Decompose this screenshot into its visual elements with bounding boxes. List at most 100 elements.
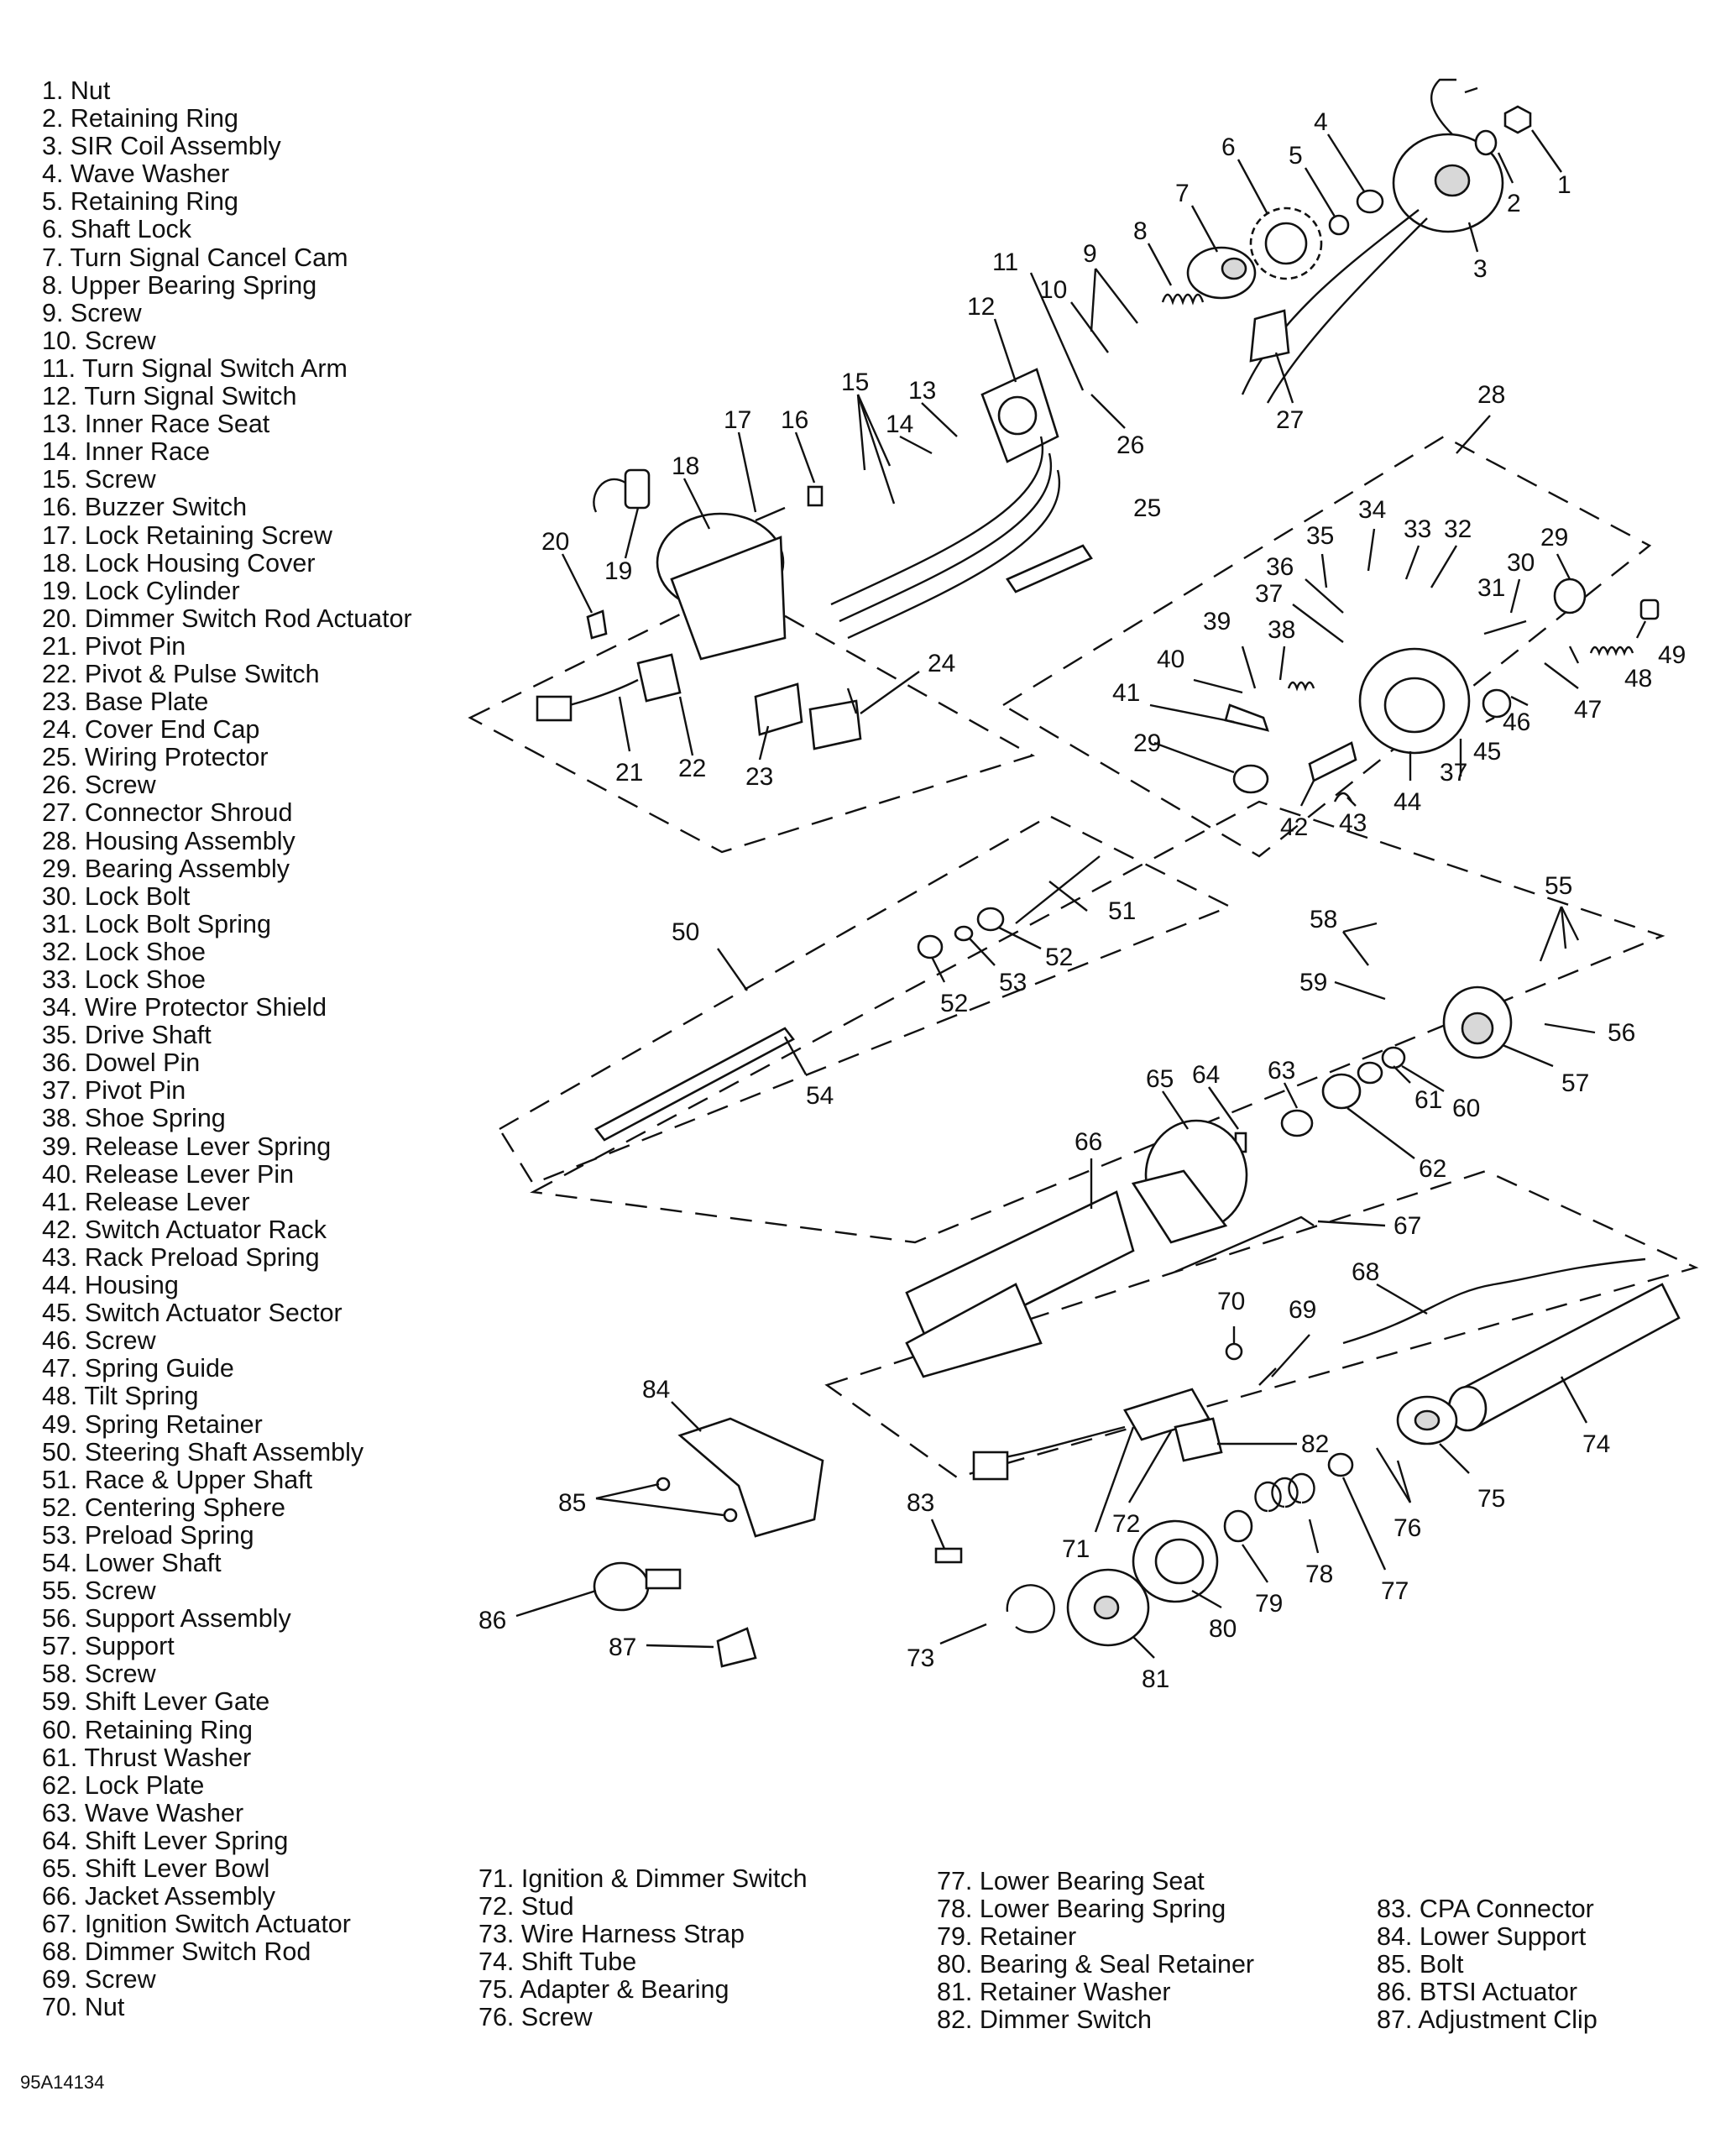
callout-56: 56 [1608, 1019, 1635, 1047]
callout-18: 18 [672, 452, 699, 480]
legend-item: 20. Dimmer Switch Rod Actuator [42, 604, 412, 633]
adapter-bearing-part [1396, 1395, 1458, 1446]
callout-55: 55 [1545, 872, 1572, 900]
callout-71: 71 [1062, 1535, 1090, 1563]
legend-item: 27. Connector Shroud [42, 798, 293, 828]
legend-item: 17. Lock Retaining Screw [42, 520, 332, 550]
legend-item: 59. Shift Lever Gate [42, 1687, 270, 1717]
legend-item: 10. Screw [42, 326, 156, 355]
ignition-switch-actuator-part [1174, 1215, 1315, 1273]
callout-37-lower: 37 [1440, 759, 1467, 787]
thrust-washer-61-part [1357, 1061, 1383, 1085]
legend-item: 57. Support [42, 1632, 175, 1661]
callout-41: 41 [1112, 679, 1140, 707]
callout-38: 38 [1268, 616, 1295, 644]
legend-item: 70. Nut [42, 1993, 125, 2022]
btsi-actuator-part [593, 1561, 682, 1612]
callout-44: 44 [1394, 788, 1421, 816]
dimmer-switch-rod-actuator-part [586, 609, 608, 640]
callout-32: 32 [1444, 515, 1472, 543]
legend-item: 33. Lock Shoe [42, 965, 207, 994]
callout-48: 48 [1624, 665, 1652, 693]
lock-bolt-part [1483, 620, 1527, 635]
callout-42: 42 [1280, 813, 1308, 841]
retaining-ring-5-part [1328, 214, 1350, 236]
legend-item: 4. Wave Washer [42, 159, 230, 189]
callout-73: 73 [907, 1644, 934, 1672]
callout-35: 35 [1306, 522, 1334, 550]
legend-item: 16. Buzzer Switch [42, 493, 248, 522]
callout-72: 72 [1112, 1510, 1140, 1538]
cpa-connector-part [934, 1547, 963, 1564]
callout-12: 12 [967, 293, 995, 321]
switch-actuator-rack-part [1308, 741, 1357, 782]
callout-65: 65 [1146, 1065, 1174, 1093]
legend-item: 51. Race & Upper Shaft [42, 1465, 313, 1494]
support-jacket-parts [905, 985, 1646, 1386]
legend-item: 11. Turn Signal Switch Arm [42, 353, 348, 383]
legend-item: 73. Wire Harness Strap [478, 1920, 745, 1948]
legend-item: 34. Wire Protector Shield [42, 993, 327, 1022]
callout-24: 24 [928, 650, 955, 677]
retaining-ring-2-part [1474, 129, 1498, 156]
callout-20: 20 [541, 528, 569, 556]
legend-item: 80. Bearing & Seal Retainer [937, 1950, 1255, 1979]
callout-13: 13 [908, 377, 936, 405]
housing-44-part [1358, 647, 1471, 755]
legend-item: 84. Lower Support [1377, 1922, 1587, 1951]
switch-actuator-sector-part [1482, 688, 1512, 719]
legend-item: 67. Ignition Switch Actuator [42, 1910, 351, 1939]
pivot-pulse-switch-part [536, 653, 682, 722]
callout-83: 83 [907, 1489, 934, 1517]
lock-plate-62-part [1321, 1073, 1362, 1110]
bolt-85-part [656, 1477, 671, 1492]
legend-item: 75. Adapter & Bearing [478, 1975, 729, 2004]
connector-shroud-part [1249, 309, 1290, 363]
adjustment-clip-part [716, 1627, 757, 1668]
callout-84: 84 [642, 1376, 670, 1404]
lower-support-part [677, 1417, 824, 1538]
legend-item: 79. Retainer [937, 1922, 1077, 1951]
legend-item: 26. Screw [42, 771, 156, 800]
legend-item: 69. Screw [42, 1965, 156, 1994]
lock-cylinder-part [593, 468, 651, 513]
legend-item: 39. Release Lever Spring [42, 1132, 332, 1161]
callout-70: 70 [1217, 1288, 1245, 1315]
legend-item: 22. Pivot & Pulse Switch [42, 659, 320, 688]
screw-69-part [1258, 1367, 1277, 1386]
callout-78: 78 [1305, 1561, 1333, 1588]
legend-item: 78. Lower Bearing Spring [937, 1895, 1226, 1923]
legend-item: 3. SIR Coil Assembly [42, 132, 281, 161]
callout-69: 69 [1289, 1296, 1316, 1324]
legend-item: 56. Support Assembly [42, 1604, 291, 1634]
legend-item: 1. Nut [42, 76, 111, 105]
callout-45: 45 [1473, 738, 1501, 766]
legend-item: 53. Preload Spring [42, 1520, 254, 1550]
callout-79: 79 [1255, 1590, 1283, 1618]
legend-item: 54. Lower Shaft [42, 1548, 222, 1577]
retaining-ring-60-part [1381, 1046, 1406, 1069]
callout-60: 60 [1452, 1095, 1480, 1122]
callout-61: 61 [1414, 1086, 1442, 1114]
callout-30: 30 [1507, 549, 1535, 577]
lower-bearing-spring-part [1254, 1472, 1315, 1513]
callout-39: 39 [1203, 608, 1231, 635]
bearing-assembly-29-upper-part [1553, 578, 1587, 614]
cover-end-cap-part [808, 699, 862, 750]
dimmer-switch-rod-part [1342, 1257, 1646, 1345]
buzzer-switch-part [807, 485, 824, 507]
callout-2: 2 [1507, 190, 1521, 217]
callout-14: 14 [886, 410, 913, 438]
legend-item: 76. Screw [478, 2003, 593, 2031]
legend-item: 24. Cover End Cap [42, 715, 260, 745]
callout-46: 46 [1503, 708, 1530, 736]
callout-66: 66 [1075, 1128, 1102, 1156]
legend-item: 52. Centering Sphere [42, 1493, 285, 1522]
legend-item: 7. Turn Signal Cancel Cam [42, 243, 348, 272]
lower-shaft-part [594, 1027, 795, 1142]
legend-item: 86. BTSI Actuator [1377, 1978, 1578, 2006]
callout-29-upper: 29 [1540, 524, 1568, 552]
